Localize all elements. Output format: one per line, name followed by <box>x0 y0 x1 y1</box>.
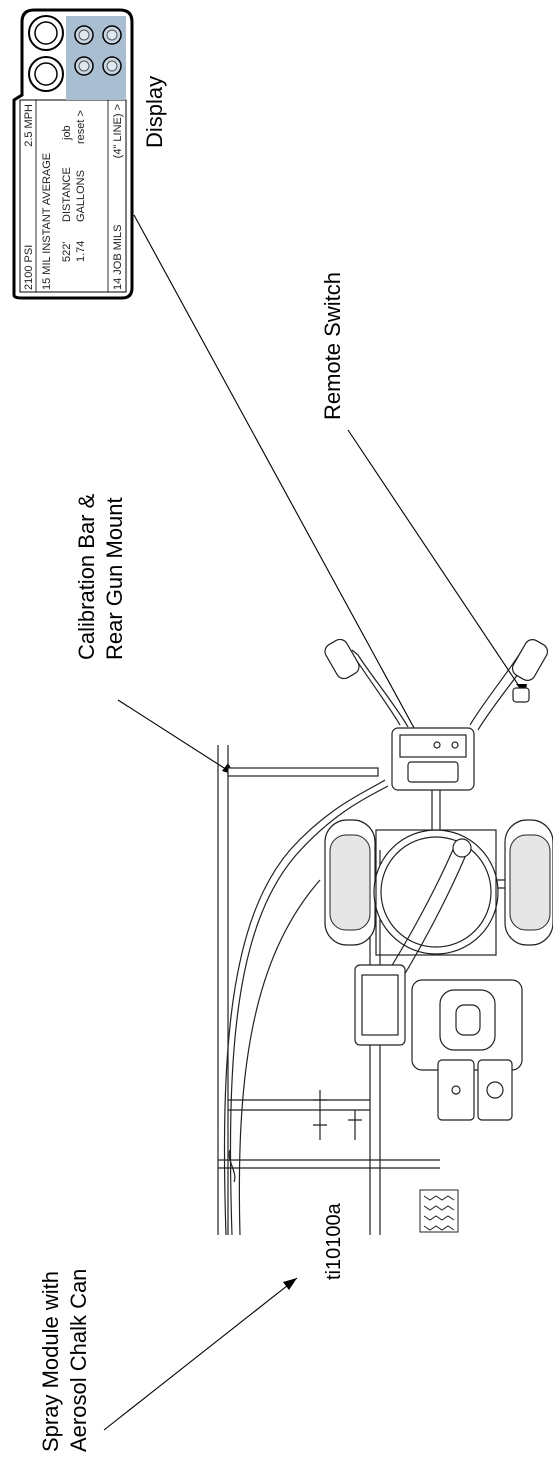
leader-lines <box>103 214 527 1431</box>
label-calibration-line1: Calibration Bar & <box>74 493 99 660</box>
knob-top-icon <box>28 15 64 51</box>
display-job-mils: 14 JOB MILS <box>112 225 124 290</box>
display-line: (4" LINE) > <box>112 104 124 158</box>
display-mph: 2.5 MPH <box>23 104 35 147</box>
label-remote-switch: Remote Switch <box>320 272 345 420</box>
label-calibration-line2: Rear Gun Mount <box>102 497 127 660</box>
label-spray-line2: Aerosol Chalk Can <box>66 1269 91 1452</box>
knob-bottom-icon <box>28 56 64 92</box>
display-job: job <box>61 125 73 141</box>
display-gallons-label: GALLONS <box>75 170 87 222</box>
display-psi: 2100 PSI <box>23 245 35 290</box>
display-distance-value: 522' <box>61 242 73 262</box>
display-gallons-value: 1.74 <box>75 241 87 262</box>
label-figure-id: ti10100a <box>323 1202 345 1280</box>
label-display: Display <box>142 76 167 148</box>
display-reset: reset > <box>75 110 87 144</box>
display-panel: 2100 PSI 2.5 MPH 15 MIL INSTANT AVERAGE … <box>12 8 134 300</box>
line-striper-machine <box>217 638 553 1236</box>
display-distance-label: DISTANCE <box>61 167 73 222</box>
label-spray-line1: Spray Module with <box>38 1271 63 1452</box>
display-mil-average: 15 MIL INSTANT AVERAGE <box>41 153 53 290</box>
